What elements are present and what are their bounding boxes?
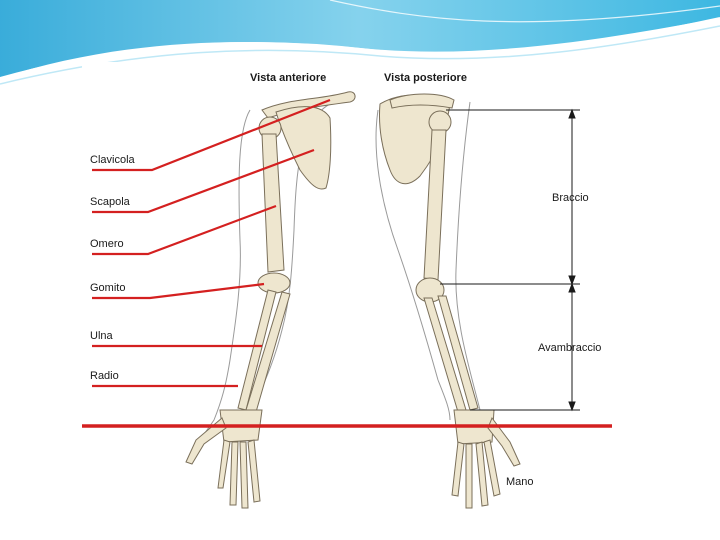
figure-background (82, 62, 612, 517)
label-mano: Mano (506, 476, 534, 488)
label-clavicola: Clavicola (90, 154, 135, 166)
label-radio: Radio (90, 370, 119, 382)
anterior-elbow-joint (258, 273, 290, 293)
anterior-view-title: Vista anteriore (250, 72, 326, 84)
label-gomito: Gomito (90, 282, 125, 294)
label-avambraccio: Avambraccio (538, 342, 601, 354)
label-scapola: Scapola (90, 196, 130, 208)
posterior-view-title: Vista posteriore (384, 72, 467, 84)
label-ulna: Ulna (90, 330, 113, 342)
label-braccio: Braccio (552, 192, 589, 204)
label-omero: Omero (90, 238, 124, 250)
